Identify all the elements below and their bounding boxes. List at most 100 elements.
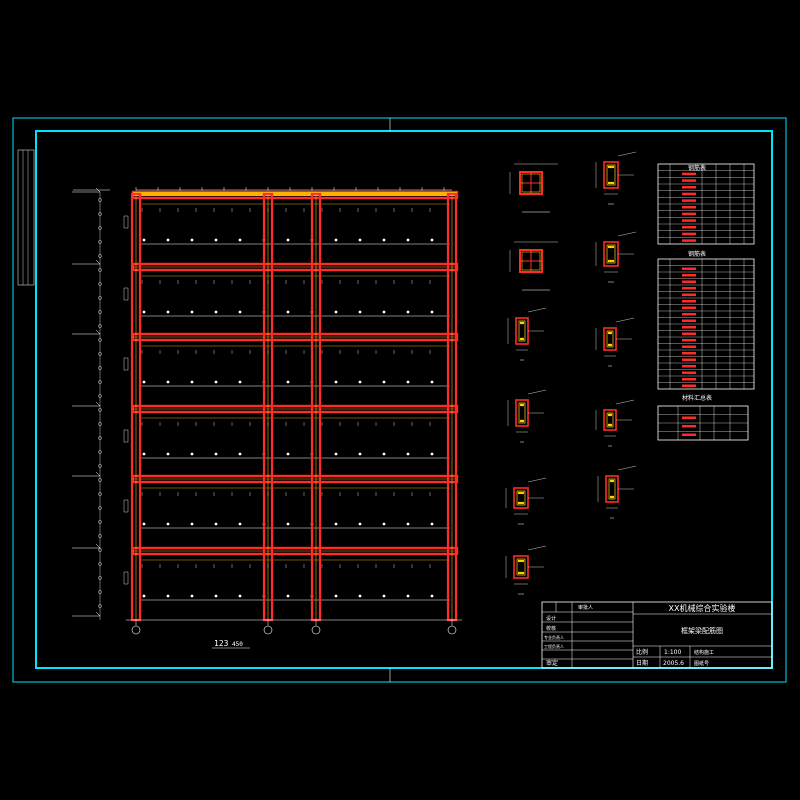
rebar-dot xyxy=(430,238,434,242)
section-leader xyxy=(527,389,547,395)
table-sketch xyxy=(682,416,696,419)
rebar-dot xyxy=(142,380,146,384)
level-dot xyxy=(98,282,102,286)
section-bar xyxy=(521,491,525,495)
axis-bubble xyxy=(311,625,321,635)
rebar-dot xyxy=(382,238,386,242)
approve-label: 审定 xyxy=(546,659,558,667)
table-sketch xyxy=(682,365,696,368)
beam-section-f xyxy=(595,231,637,283)
rebar-dot xyxy=(406,452,410,456)
section-stirrup xyxy=(518,320,526,342)
level-dot xyxy=(98,450,102,454)
rebar-dot xyxy=(382,380,386,384)
rebar-dot xyxy=(142,452,146,456)
section-bar xyxy=(519,501,523,505)
rebar-dot xyxy=(214,452,218,456)
table-sketch xyxy=(682,199,696,202)
scale-note-label: 123 xyxy=(214,639,229,648)
level-dot xyxy=(98,436,102,440)
section-bar xyxy=(607,245,611,249)
section-bar xyxy=(521,571,525,575)
section-stirrup xyxy=(606,244,616,264)
rebar-dot xyxy=(406,522,410,526)
section-bar xyxy=(611,165,615,169)
rebar-dot xyxy=(406,238,410,242)
table-sketch xyxy=(682,433,696,436)
level-dot xyxy=(98,296,102,300)
beam-section-h xyxy=(595,399,635,447)
rebar-dot xyxy=(430,522,434,526)
rebar-dot xyxy=(142,238,146,242)
rebar-dot xyxy=(190,310,194,314)
level-dot xyxy=(98,408,102,412)
axis-bubble xyxy=(447,625,457,635)
square-section xyxy=(509,241,558,291)
rebar-dot xyxy=(358,310,362,314)
section-bar xyxy=(609,331,613,335)
inner-border xyxy=(35,130,773,669)
section-bar xyxy=(609,343,613,347)
side-tag xyxy=(123,215,129,229)
square-section xyxy=(509,163,558,213)
rebar-dot xyxy=(142,594,146,598)
rebar-dot xyxy=(142,310,146,314)
level-dot xyxy=(98,464,102,468)
section-leader xyxy=(527,545,547,551)
rebar-dot xyxy=(430,452,434,456)
rebar-dot xyxy=(430,594,434,598)
table-sketch xyxy=(682,371,696,374)
section-stirrup xyxy=(518,402,526,424)
scale-value: 1:100 xyxy=(664,649,681,656)
project-name: XX机械综合实验楼 xyxy=(669,603,736,613)
section-stirrup xyxy=(606,330,614,348)
axis-bubble xyxy=(131,625,141,635)
rebar-dot xyxy=(382,310,386,314)
beam-section-d xyxy=(505,545,547,595)
table-sketch xyxy=(682,319,696,322)
level-dot xyxy=(98,268,102,272)
section-bar xyxy=(611,181,615,185)
level-dot xyxy=(98,254,102,258)
side-tag xyxy=(123,287,129,301)
roof-beam xyxy=(133,192,457,196)
rebar-dot xyxy=(430,380,434,384)
rebar-dot xyxy=(334,310,338,314)
section-bar xyxy=(611,479,615,483)
level-dot xyxy=(98,506,102,510)
rebar-dot xyxy=(190,380,194,384)
level-dot xyxy=(98,212,102,216)
rebar-dot xyxy=(166,380,170,384)
rebar-dot xyxy=(238,452,242,456)
section-bar xyxy=(517,491,521,495)
section-stirrup xyxy=(521,251,541,271)
rebar-dot xyxy=(334,522,338,526)
table-sketch xyxy=(682,293,696,296)
rebar-table-1 xyxy=(657,163,755,245)
beam-section-i xyxy=(597,465,637,519)
table-sketch xyxy=(682,212,696,216)
section-bar xyxy=(609,413,613,417)
table-sketch xyxy=(682,306,696,309)
section-bar xyxy=(607,181,611,185)
rebar-dot xyxy=(358,522,362,526)
section-stirrup xyxy=(608,478,616,500)
rebar-dot xyxy=(406,380,410,384)
section-stirrup xyxy=(516,490,526,506)
level-mark xyxy=(95,611,101,617)
section-bar xyxy=(521,403,525,407)
section-bar xyxy=(609,165,613,169)
rebar-dot xyxy=(334,452,338,456)
table-sketch xyxy=(682,378,696,381)
rebar-dot xyxy=(358,238,362,242)
table-sketch xyxy=(682,226,696,229)
table-3-title: 材料汇总表 xyxy=(682,394,712,402)
table-sketch xyxy=(682,339,696,342)
level-dot xyxy=(98,338,102,342)
rebar-dot xyxy=(334,380,338,384)
table-sketch xyxy=(682,186,696,189)
outer-border xyxy=(12,117,787,683)
rebar-dot xyxy=(334,594,338,598)
rebar-dot xyxy=(334,238,338,242)
rebar-dot xyxy=(238,522,242,526)
